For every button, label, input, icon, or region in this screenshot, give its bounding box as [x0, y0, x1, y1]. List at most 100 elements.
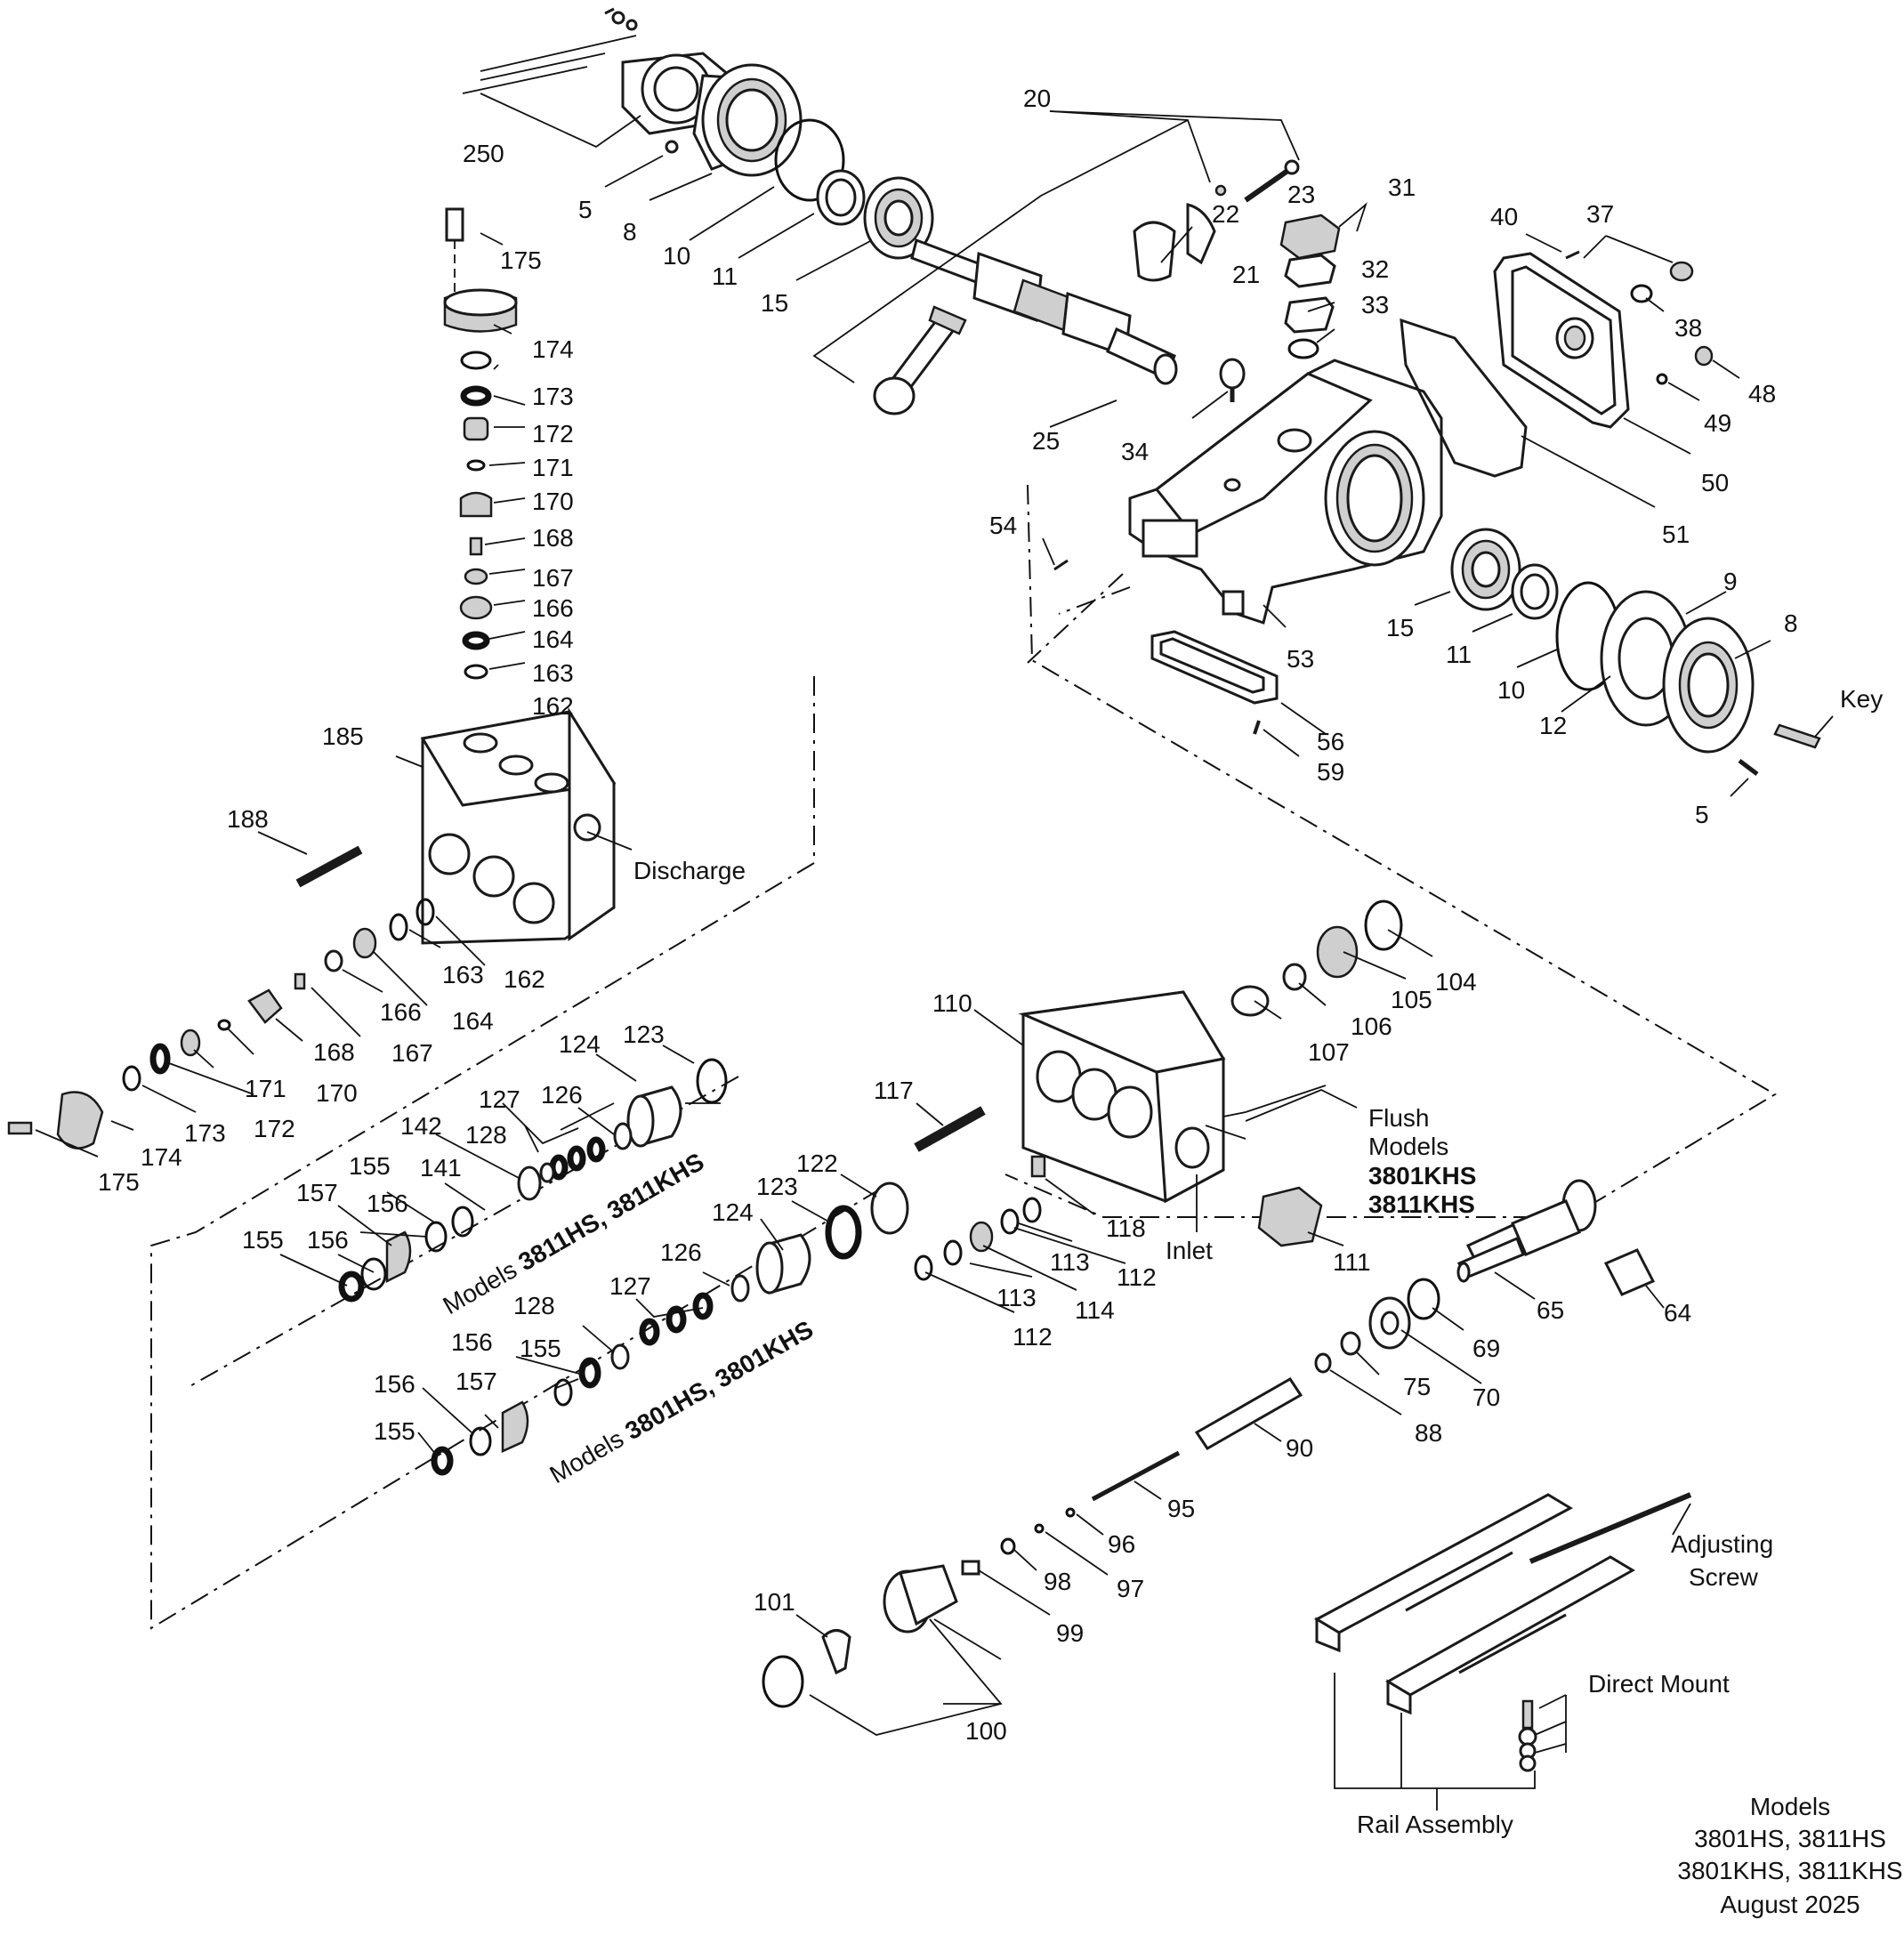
- gasket-51: [1400, 318, 1528, 478]
- callout-114: 114: [1075, 1296, 1115, 1324]
- callout-10-right: 10: [1497, 676, 1525, 704]
- callout-156-c: 156: [451, 1328, 493, 1356]
- callout-69: 69: [1472, 1335, 1500, 1362]
- callout-173: 173: [532, 383, 574, 410]
- label-flush-1: Flush: [1368, 1104, 1429, 1132]
- callout-128: 128: [465, 1121, 507, 1149]
- part-96: [1065, 1507, 1076, 1518]
- callout-64: 64: [1664, 1299, 1691, 1327]
- callout-174-b: 174: [141, 1143, 182, 1171]
- footer-line-2: 3801HS, 3811HS: [1694, 1825, 1886, 1852]
- footer-models-date: Models 3801HS, 3811HS 3801KHS, 3811KHS A…: [1677, 1793, 1902, 1918]
- callout-172: 172: [532, 420, 574, 448]
- bearing-15-top: [863, 176, 934, 260]
- sleeve-64: [1603, 1248, 1656, 1296]
- callout-157: 157: [296, 1179, 338, 1206]
- plunger-65: [1456, 1179, 1597, 1283]
- footer-line-3: 3801KHS, 3811KHS: [1677, 1857, 1902, 1884]
- callout-22: 22: [1212, 200, 1239, 228]
- callout-168-b: 168: [313, 1038, 355, 1066]
- pipe-90: [1194, 1377, 1303, 1450]
- callout-50: 50: [1701, 469, 1729, 496]
- callout-21: 21: [1232, 261, 1260, 288]
- label-key: Key: [1840, 685, 1883, 713]
- callout-124: 124: [559, 1030, 601, 1058]
- callout-33: 33: [1361, 291, 1389, 319]
- seal-kit-lower: [431, 1182, 909, 1476]
- callout-170: 170: [532, 488, 574, 515]
- small-fittings: [1565, 250, 1714, 385]
- callout-96: 96: [1108, 1530, 1135, 1558]
- callout-88: 88: [1415, 1419, 1442, 1447]
- callout-173-b: 173: [184, 1119, 226, 1147]
- callout-23: 23: [1287, 181, 1315, 208]
- callout-40: 40: [1490, 203, 1518, 230]
- callout-164: 164: [532, 625, 574, 653]
- label-flush-2: Models: [1368, 1133, 1448, 1160]
- callout-9: 9: [1723, 568, 1738, 595]
- callout-142: 142: [400, 1112, 442, 1140]
- flush-fittings: [1230, 899, 1403, 1017]
- label-adjusting-2: Screw: [1689, 1563, 1759, 1591]
- screw-5-right: [1738, 759, 1759, 776]
- callout-162: 162: [532, 692, 574, 720]
- callout-25: 25: [1032, 427, 1060, 455]
- callout-90: 90: [1286, 1434, 1313, 1462]
- callout-38: 38: [1674, 314, 1702, 342]
- callout-101: 101: [754, 1588, 795, 1616]
- callout-128-b: 128: [513, 1292, 555, 1319]
- valve-stack-horizontal: [7, 898, 435, 1150]
- washer-70: [1368, 1296, 1411, 1350]
- callout-113-b: 113: [996, 1284, 1037, 1311]
- callout-8: 8: [623, 218, 637, 246]
- callout-172-b: 172: [254, 1115, 295, 1142]
- callout-170-b: 170: [316, 1079, 358, 1107]
- discharge-manifold-185: [420, 706, 617, 945]
- callout-185: 185: [322, 722, 364, 750]
- valve-stack-vertical: [443, 207, 518, 680]
- rail-assembly: [1313, 1492, 1692, 1772]
- callout-162-b: 162: [504, 965, 545, 993]
- callout-123-b: 123: [756, 1173, 798, 1200]
- callout-104: 104: [1435, 968, 1477, 996]
- callout-5-right: 5: [1695, 801, 1709, 828]
- leader-lines: [35, 110, 1834, 1811]
- callout-167-b: 167: [391, 1039, 433, 1067]
- callout-175: 175: [500, 246, 542, 274]
- callout-112-b: 112: [1013, 1323, 1053, 1351]
- bolt-188: [295, 845, 363, 888]
- label-discharge: Discharge: [633, 857, 746, 884]
- label-rail-assembly: Rail Assembly: [1357, 1811, 1513, 1838]
- callout-53: 53: [1287, 645, 1314, 673]
- callout-8-right: 8: [1784, 609, 1798, 637]
- bearing-cover-8-right: [1662, 617, 1755, 754]
- callout-107: 107: [1308, 1038, 1350, 1066]
- callout-126: 126: [541, 1081, 583, 1109]
- callout-51: 51: [1662, 520, 1690, 548]
- callout-75: 75: [1403, 1373, 1431, 1400]
- callout-250: 250: [463, 140, 504, 167]
- callout-166: 166: [532, 594, 574, 622]
- bearing-15-right: [1450, 528, 1521, 611]
- label-flush-4: 3811KHS: [1368, 1190, 1475, 1218]
- callout-155-b: 155: [242, 1226, 284, 1254]
- callout-11-right: 11: [1446, 641, 1472, 668]
- stud-95: [1091, 1450, 1181, 1502]
- callout-155-c: 155: [520, 1335, 561, 1362]
- callout-65: 65: [1537, 1296, 1564, 1324]
- label-models-3811: Models 3811HS, 3811KHS: [439, 1148, 709, 1319]
- callout-32: 32: [1361, 255, 1389, 283]
- inlet-manifold-110: [1018, 990, 1226, 1204]
- inlet-valve-stack: [914, 1197, 1042, 1281]
- callout-127: 127: [479, 1085, 520, 1113]
- callout-171-b: 171: [245, 1075, 286, 1102]
- callout-155: 155: [349, 1152, 391, 1180]
- callout-37: 37: [1586, 200, 1614, 228]
- callout-166-b: 166: [380, 998, 422, 1026]
- callout-141: 141: [420, 1154, 462, 1182]
- slinger-100: [762, 1564, 958, 1708]
- callout-123: 123: [623, 1020, 665, 1048]
- callout-48: 48: [1748, 380, 1776, 407]
- callout-156-d: 156: [374, 1370, 415, 1398]
